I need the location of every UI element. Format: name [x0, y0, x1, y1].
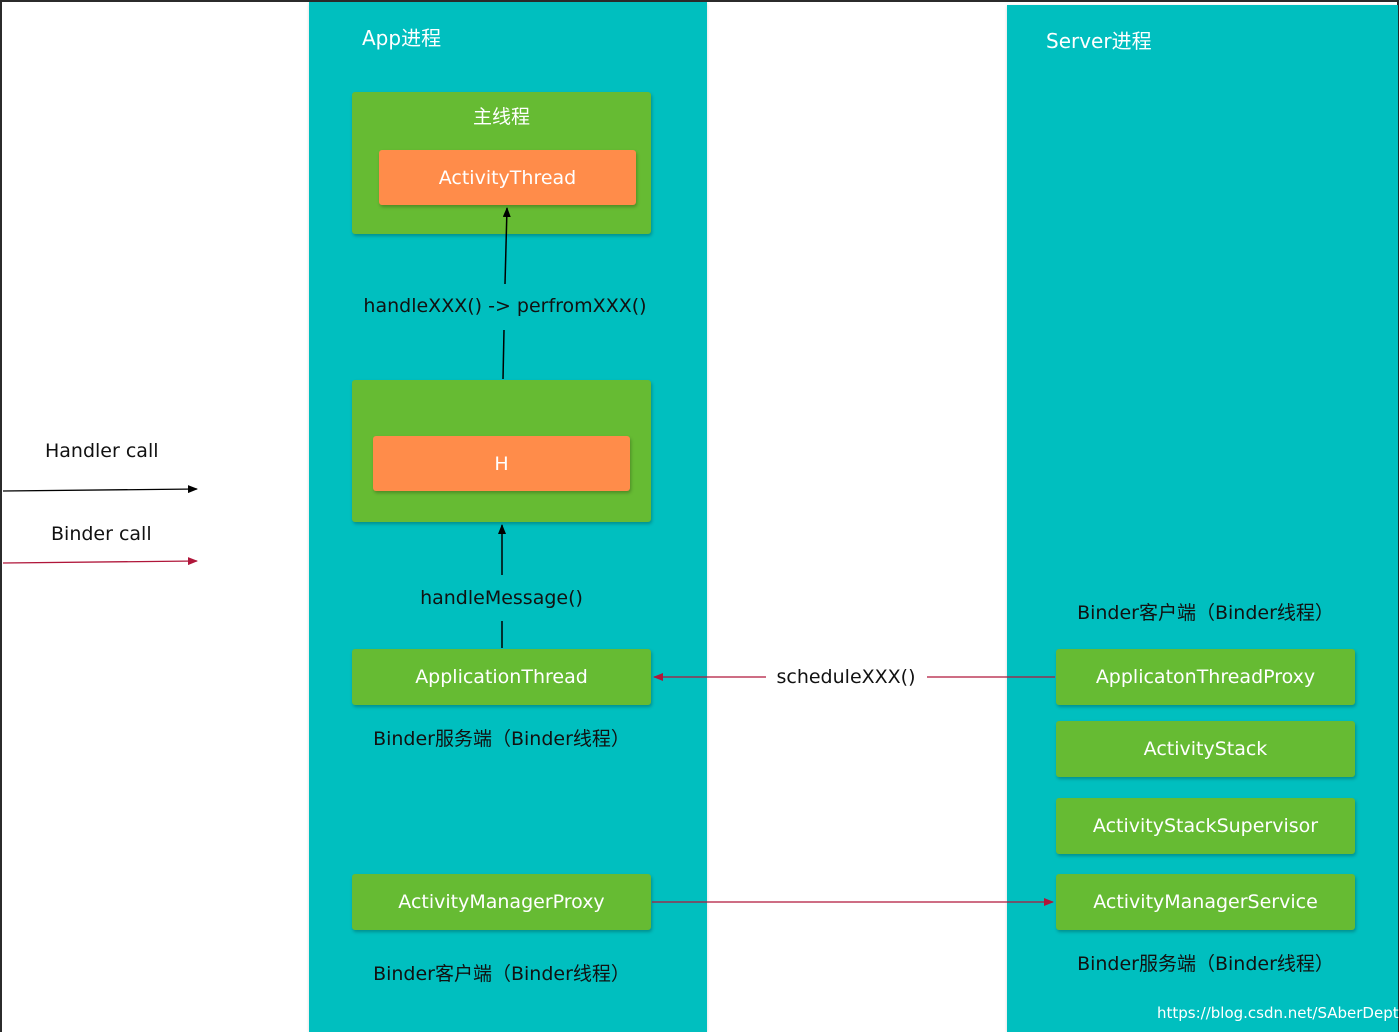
- schedule-xxx-label: scheduleXXX(): [776, 666, 916, 688]
- app-binder-client-caption: Binder客户端（Binder线程）: [373, 963, 630, 985]
- app-binder-server-caption: Binder服务端（Binder线程）: [373, 728, 630, 750]
- server-binder-client-caption: Binder客户端（Binder线程）: [1077, 602, 1334, 624]
- application-thread-box: ApplicationThread: [352, 649, 651, 705]
- application-thread-proxy-box: ApplicatonThreadProxy: [1056, 649, 1355, 705]
- arrow-handle-label-to-activity-thread: [502, 207, 511, 285]
- frame-left-border: [0, 0, 2, 1032]
- legend-handler-arrow: [2, 485, 198, 494]
- server-process-lane: [1007, 5, 1398, 1032]
- frame-top-border: [0, 0, 1399, 2]
- activity-manager-proxy-box: ActivityManagerProxy: [352, 874, 651, 930]
- activity-stack-supervisor-box: ActivityStackSupervisor: [1056, 798, 1355, 854]
- arrow-h-to-handle-label: [502, 329, 505, 380]
- legend-binder-arrow: [2, 557, 198, 566]
- server-binder-server-caption: Binder服务端（Binder线程）: [1077, 953, 1334, 975]
- frame-right-border: [1397, 0, 1399, 1032]
- server-process-title: Server进程: [1046, 29, 1152, 53]
- legend-handler-label: Handler call: [45, 440, 159, 462]
- watermark-text: https://blog.csdn.net/SAberDepth: [1157, 1004, 1399, 1022]
- activity-thread-box: ActivityThread: [379, 150, 636, 205]
- activity-manager-service-box: ActivityManagerService: [1056, 874, 1355, 930]
- handle-message-label: handleMessage(): [420, 587, 583, 609]
- activity-stack-box: ActivityStack: [1056, 721, 1355, 777]
- app-process-title: App进程: [362, 26, 442, 50]
- legend-binder-label: Binder call: [51, 523, 152, 545]
- h-handler-box: H: [373, 436, 630, 491]
- main-thread-title: 主线程: [472, 105, 530, 128]
- handle-xxx-label: handleXXX() -> perfromXXX(): [363, 295, 647, 317]
